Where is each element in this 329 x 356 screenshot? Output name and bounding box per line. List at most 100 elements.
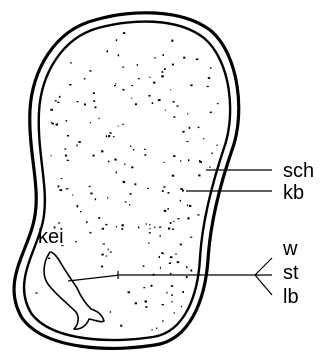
speckle-dot	[65, 148, 67, 149]
speckle-dot	[207, 86, 209, 87]
speckle-dot	[67, 135, 69, 137]
speckle-dot	[197, 214, 199, 215]
speckle-dot	[93, 100, 95, 102]
speckle-dot	[168, 192, 170, 194]
speckle-dot	[116, 226, 117, 227]
speckle-dot	[172, 64, 174, 66]
seed-coat-outer	[14, 13, 239, 348]
speckle-dot	[133, 149, 134, 151]
speckle-dot	[177, 261, 180, 263]
speckle-dot	[90, 122, 91, 123]
speckle-dot	[137, 64, 138, 66]
speckle-dot	[168, 228, 170, 230]
speckle-dot	[147, 188, 149, 189]
speckle-dot	[190, 84, 192, 86]
speckle-dot	[89, 70, 91, 71]
speckle-dot	[188, 159, 189, 161]
speckle-dot	[161, 75, 164, 77]
speckle-dot	[182, 190, 184, 192]
speckle-dot	[78, 141, 80, 143]
speckle-dot	[102, 228, 104, 230]
speckle-dot	[138, 78, 140, 79]
speckle-dot	[89, 186, 91, 187]
speckle-dot	[149, 224, 150, 225]
speckle-dot	[163, 186, 165, 187]
speckle-dot	[208, 77, 210, 79]
speckle-dot	[171, 301, 172, 302]
speckle-dot	[187, 113, 188, 114]
speckle-dot	[164, 162, 165, 163]
speckle-dot	[199, 160, 201, 162]
speckle-dot	[86, 221, 88, 223]
speckle-dot	[101, 150, 103, 152]
speckle-dot	[120, 325, 122, 327]
speckle-dot	[177, 218, 179, 219]
speckle-dot	[76, 101, 78, 102]
speckle-dot	[106, 256, 108, 257]
embryo-outline	[44, 252, 104, 329]
speckle-dot	[128, 291, 131, 293]
speckle-dot	[110, 252, 112, 253]
speckle-dot	[114, 85, 116, 86]
speckle-dot	[95, 107, 97, 109]
speckle-dot	[106, 135, 107, 137]
speckle-dot	[58, 185, 60, 187]
speckle-dot	[173, 155, 175, 157]
speckle-dot	[175, 254, 177, 255]
speckle-dot	[57, 102, 59, 103]
speckle-dot	[161, 252, 163, 253]
speckle-dot	[131, 85, 133, 86]
speckle-dot	[189, 127, 191, 129]
speckle-dot	[164, 210, 167, 212]
speckle-dot	[90, 232, 92, 234]
speckle-dot	[108, 135, 110, 137]
speckle-dot	[35, 292, 37, 293]
speckle-dot	[163, 54, 165, 56]
speckle-dot	[67, 160, 69, 161]
speckle-dot	[116, 171, 117, 173]
speckle-dot	[144, 149, 146, 150]
speckle-dot	[167, 208, 169, 210]
speckle-dot	[159, 256, 160, 258]
speckle-dot	[145, 300, 148, 302]
speckle-dot	[99, 118, 100, 119]
speckle-dot	[121, 228, 123, 230]
speckle-dot	[66, 120, 68, 121]
speckle-dot	[138, 226, 139, 228]
label-lb: lb	[283, 286, 299, 308]
speckle-dot	[131, 166, 133, 168]
speckle-dot	[174, 312, 175, 313]
speckle-dot	[169, 263, 171, 265]
speckle-dot	[51, 155, 52, 156]
speckle-dot	[93, 155, 95, 157]
label-kei: kei	[38, 226, 64, 248]
speckle-dot	[162, 190, 164, 192]
speckle-dot	[183, 57, 185, 59]
speckle-dot	[151, 285, 153, 287]
speckle-dot	[180, 188, 182, 190]
speckle-dot	[48, 258, 50, 260]
speckle-dot	[153, 82, 155, 84]
speckle-dot	[105, 224, 107, 225]
speckle-dot	[165, 110, 166, 111]
speckle-dot	[122, 67, 124, 68]
speckle-dot	[181, 306, 182, 307]
speckle-dot	[101, 254, 104, 256]
speckle-dot	[148, 95, 150, 97]
speckle-dot	[172, 175, 175, 177]
speckle-dot	[108, 161, 110, 163]
speckle-dot	[203, 138, 204, 139]
speckle-dot	[56, 124, 58, 126]
speckle-dot	[145, 306, 147, 308]
label-kb: kb	[283, 182, 304, 204]
speckle-dot	[190, 237, 193, 238]
speckle-dot	[170, 222, 172, 224]
speckle-dot	[149, 77, 150, 78]
speckle-dot	[72, 195, 73, 196]
speckle-dot	[107, 197, 108, 199]
label-sch: sch	[283, 160, 314, 182]
speckle-dot	[115, 83, 116, 84]
speckle-dot	[59, 96, 61, 98]
speckle-dot	[60, 189, 63, 191]
